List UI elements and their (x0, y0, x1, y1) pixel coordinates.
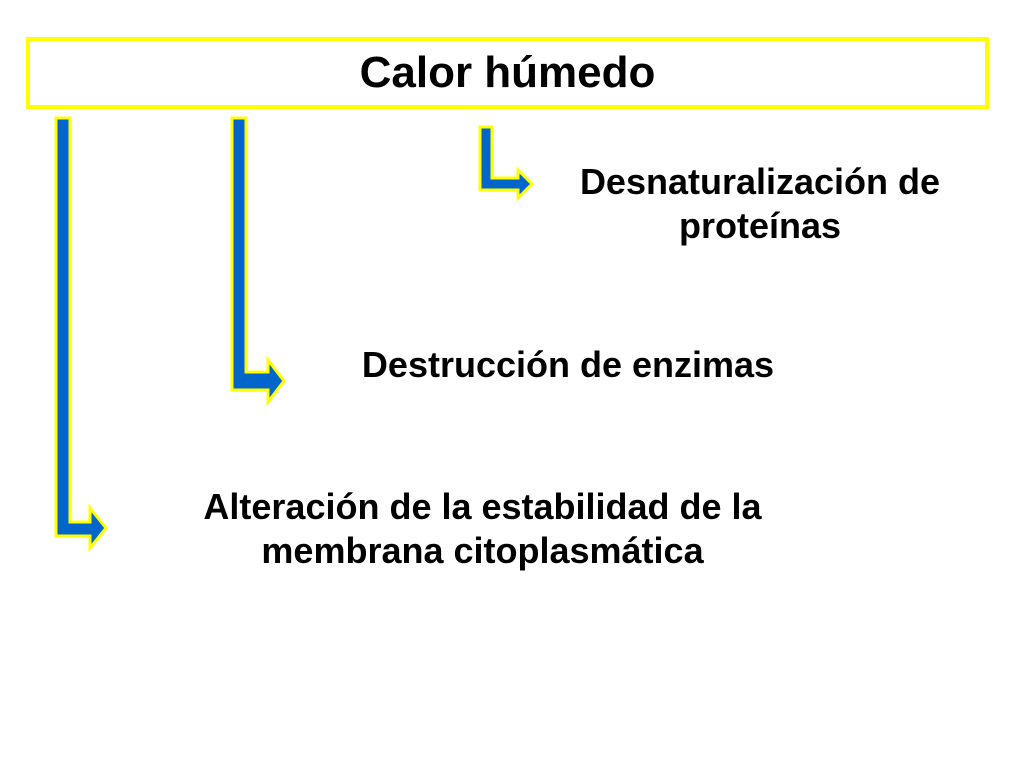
diagram-title: Calor húmedo (359, 48, 656, 97)
item-alteracion: Alteración de la estabilidad de la membr… (110, 485, 855, 573)
arrow-to-item-1 (478, 125, 535, 202)
item-2-line-1: Destrucción de enzimas (361, 344, 775, 385)
arrow-to-item-2 (230, 116, 286, 407)
item-3-line-2: membrana citoplasmática (261, 529, 704, 571)
item-1-line-1: Desnaturalización de (579, 161, 941, 202)
arrow-1-shape (478, 125, 535, 202)
item-3-line-1: Alteración de la estabilidad de la (203, 486, 762, 527)
title-box: Calor húmedo (26, 37, 989, 109)
item-1-line-2: proteínas (678, 204, 842, 246)
arrow-3-shape (54, 116, 108, 553)
item-desnaturalizacion: Desnaturalización de proteínas (520, 160, 1000, 248)
item-destruccion: Destrucción de enzimas (290, 343, 846, 387)
arrow-2-shape (230, 116, 286, 407)
arrow-to-item-3 (54, 116, 108, 553)
